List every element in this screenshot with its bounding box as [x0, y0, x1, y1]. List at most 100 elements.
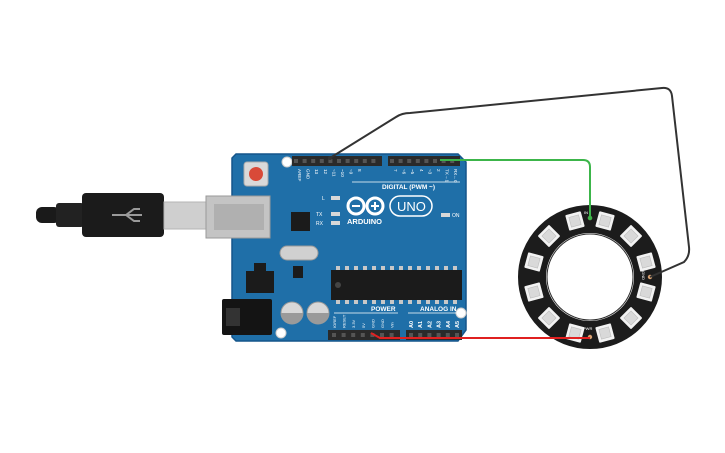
analog-label: ANALOG IN	[420, 306, 457, 313]
analog-pin-label: A5	[455, 321, 461, 328]
power-pin[interactable]	[332, 333, 336, 337]
chip-pin	[408, 300, 412, 304]
ring-inner-edge	[546, 233, 634, 321]
chip-pin	[345, 266, 349, 270]
analog-pin-label: A1	[418, 321, 424, 328]
chip-pin	[390, 300, 394, 304]
analog-pin[interactable]	[455, 333, 459, 337]
header-pin[interactable]	[319, 159, 324, 163]
pin-label: GND	[306, 169, 311, 180]
power-pin-label: 3.3V	[351, 319, 356, 328]
wire-power[interactable]	[370, 332, 590, 339]
small-component	[293, 266, 303, 278]
header-pin[interactable]	[398, 159, 403, 163]
led-rx-label: RX	[316, 221, 324, 227]
chip-pin	[390, 266, 394, 270]
analog-pin-label: A2	[427, 321, 433, 328]
ring-pin-label: PWR	[583, 326, 592, 331]
power-pin-label: RESET	[342, 314, 347, 328]
pin-label: TX→1	[445, 169, 450, 182]
chip-pin	[381, 266, 385, 270]
capacitor-right	[306, 301, 330, 325]
power-pin[interactable]	[370, 333, 375, 337]
chip-pin	[399, 266, 403, 270]
arduino-logo-icon	[346, 196, 385, 216]
header-pin[interactable]	[302, 159, 307, 163]
header-pin[interactable]	[415, 159, 420, 163]
power-pin-label: 5V	[361, 323, 366, 328]
power-pin[interactable]	[380, 333, 384, 337]
header-pin[interactable]	[362, 159, 367, 163]
power-pin[interactable]	[341, 333, 346, 337]
wire-ground-endpoint	[328, 156, 332, 160]
usb-cable-collar	[56, 203, 84, 227]
pin-label: 12	[323, 169, 328, 175]
pin-label: 2	[436, 169, 441, 172]
analog-pin-label: A0	[409, 321, 415, 328]
wire-ground[interactable]	[329, 86, 691, 278]
usb-cable-strain-relief	[36, 207, 60, 223]
header-pin[interactable]	[294, 159, 298, 163]
header-pin[interactable]	[390, 159, 394, 163]
chip-pins-top	[336, 266, 457, 270]
header-pin[interactable]	[354, 159, 359, 163]
chip-pin	[417, 266, 421, 270]
neopixel-led	[595, 211, 615, 231]
pin-label: ~10	[340, 169, 345, 177]
neopixel-led	[595, 323, 615, 343]
chip-pin	[453, 300, 457, 304]
mount-hole-top-left	[281, 156, 293, 168]
chip-pin	[444, 300, 448, 304]
header-pin[interactable]	[424, 159, 429, 163]
analog-pin[interactable]	[427, 333, 432, 337]
neopixel-led	[565, 211, 585, 231]
usb-cable[interactable]	[36, 193, 209, 237]
reset-button[interactable]	[243, 161, 269, 187]
chip-pin	[453, 266, 457, 270]
power-pin[interactable]	[360, 333, 365, 337]
usb-plug-metal	[163, 201, 209, 230]
chip-pins-bottom	[336, 300, 457, 304]
chip-pin	[336, 300, 340, 304]
analog-pin-label: A3	[437, 321, 443, 328]
chip-pin	[354, 266, 358, 270]
led-l-label: L	[322, 196, 325, 202]
analog-pin[interactable]	[445, 333, 450, 337]
neopixel-led	[636, 252, 656, 272]
model-badge: UNO	[389, 195, 433, 217]
header-pin[interactable]	[345, 159, 350, 163]
chip-pin	[435, 300, 439, 304]
analog-pin[interactable]	[418, 333, 423, 337]
digital-header[interactable]	[292, 156, 460, 166]
power-pin[interactable]	[389, 333, 394, 337]
header-pin[interactable]	[371, 159, 376, 163]
chip-pin	[408, 266, 412, 270]
header-pin[interactable]	[337, 159, 341, 163]
led-tx: TX	[316, 212, 340, 218]
pin-label: ~5	[410, 169, 415, 175]
power-pin-label: GND	[380, 319, 385, 328]
analog-pin[interactable]	[409, 333, 413, 337]
power-label: POWER	[371, 306, 396, 313]
neopixel-led	[636, 282, 656, 302]
header-pin[interactable]	[433, 159, 437, 163]
neopixel-led	[620, 307, 642, 329]
pin-label: 4	[419, 169, 424, 172]
power-pin[interactable]	[351, 333, 356, 337]
analog-header[interactable]	[406, 330, 462, 340]
header-pin[interactable]	[311, 159, 316, 163]
wire-signal[interactable]	[440, 159, 591, 218]
pin-label: 8	[357, 169, 362, 172]
pin-label: ~3	[427, 169, 432, 175]
analog-pin[interactable]	[436, 333, 441, 337]
header-pin[interactable]	[328, 159, 333, 163]
header-pin[interactable]	[407, 159, 412, 163]
power-pin-label: GND	[370, 319, 375, 328]
led-rx: RX	[316, 221, 340, 227]
voltage-regulator	[246, 263, 274, 293]
